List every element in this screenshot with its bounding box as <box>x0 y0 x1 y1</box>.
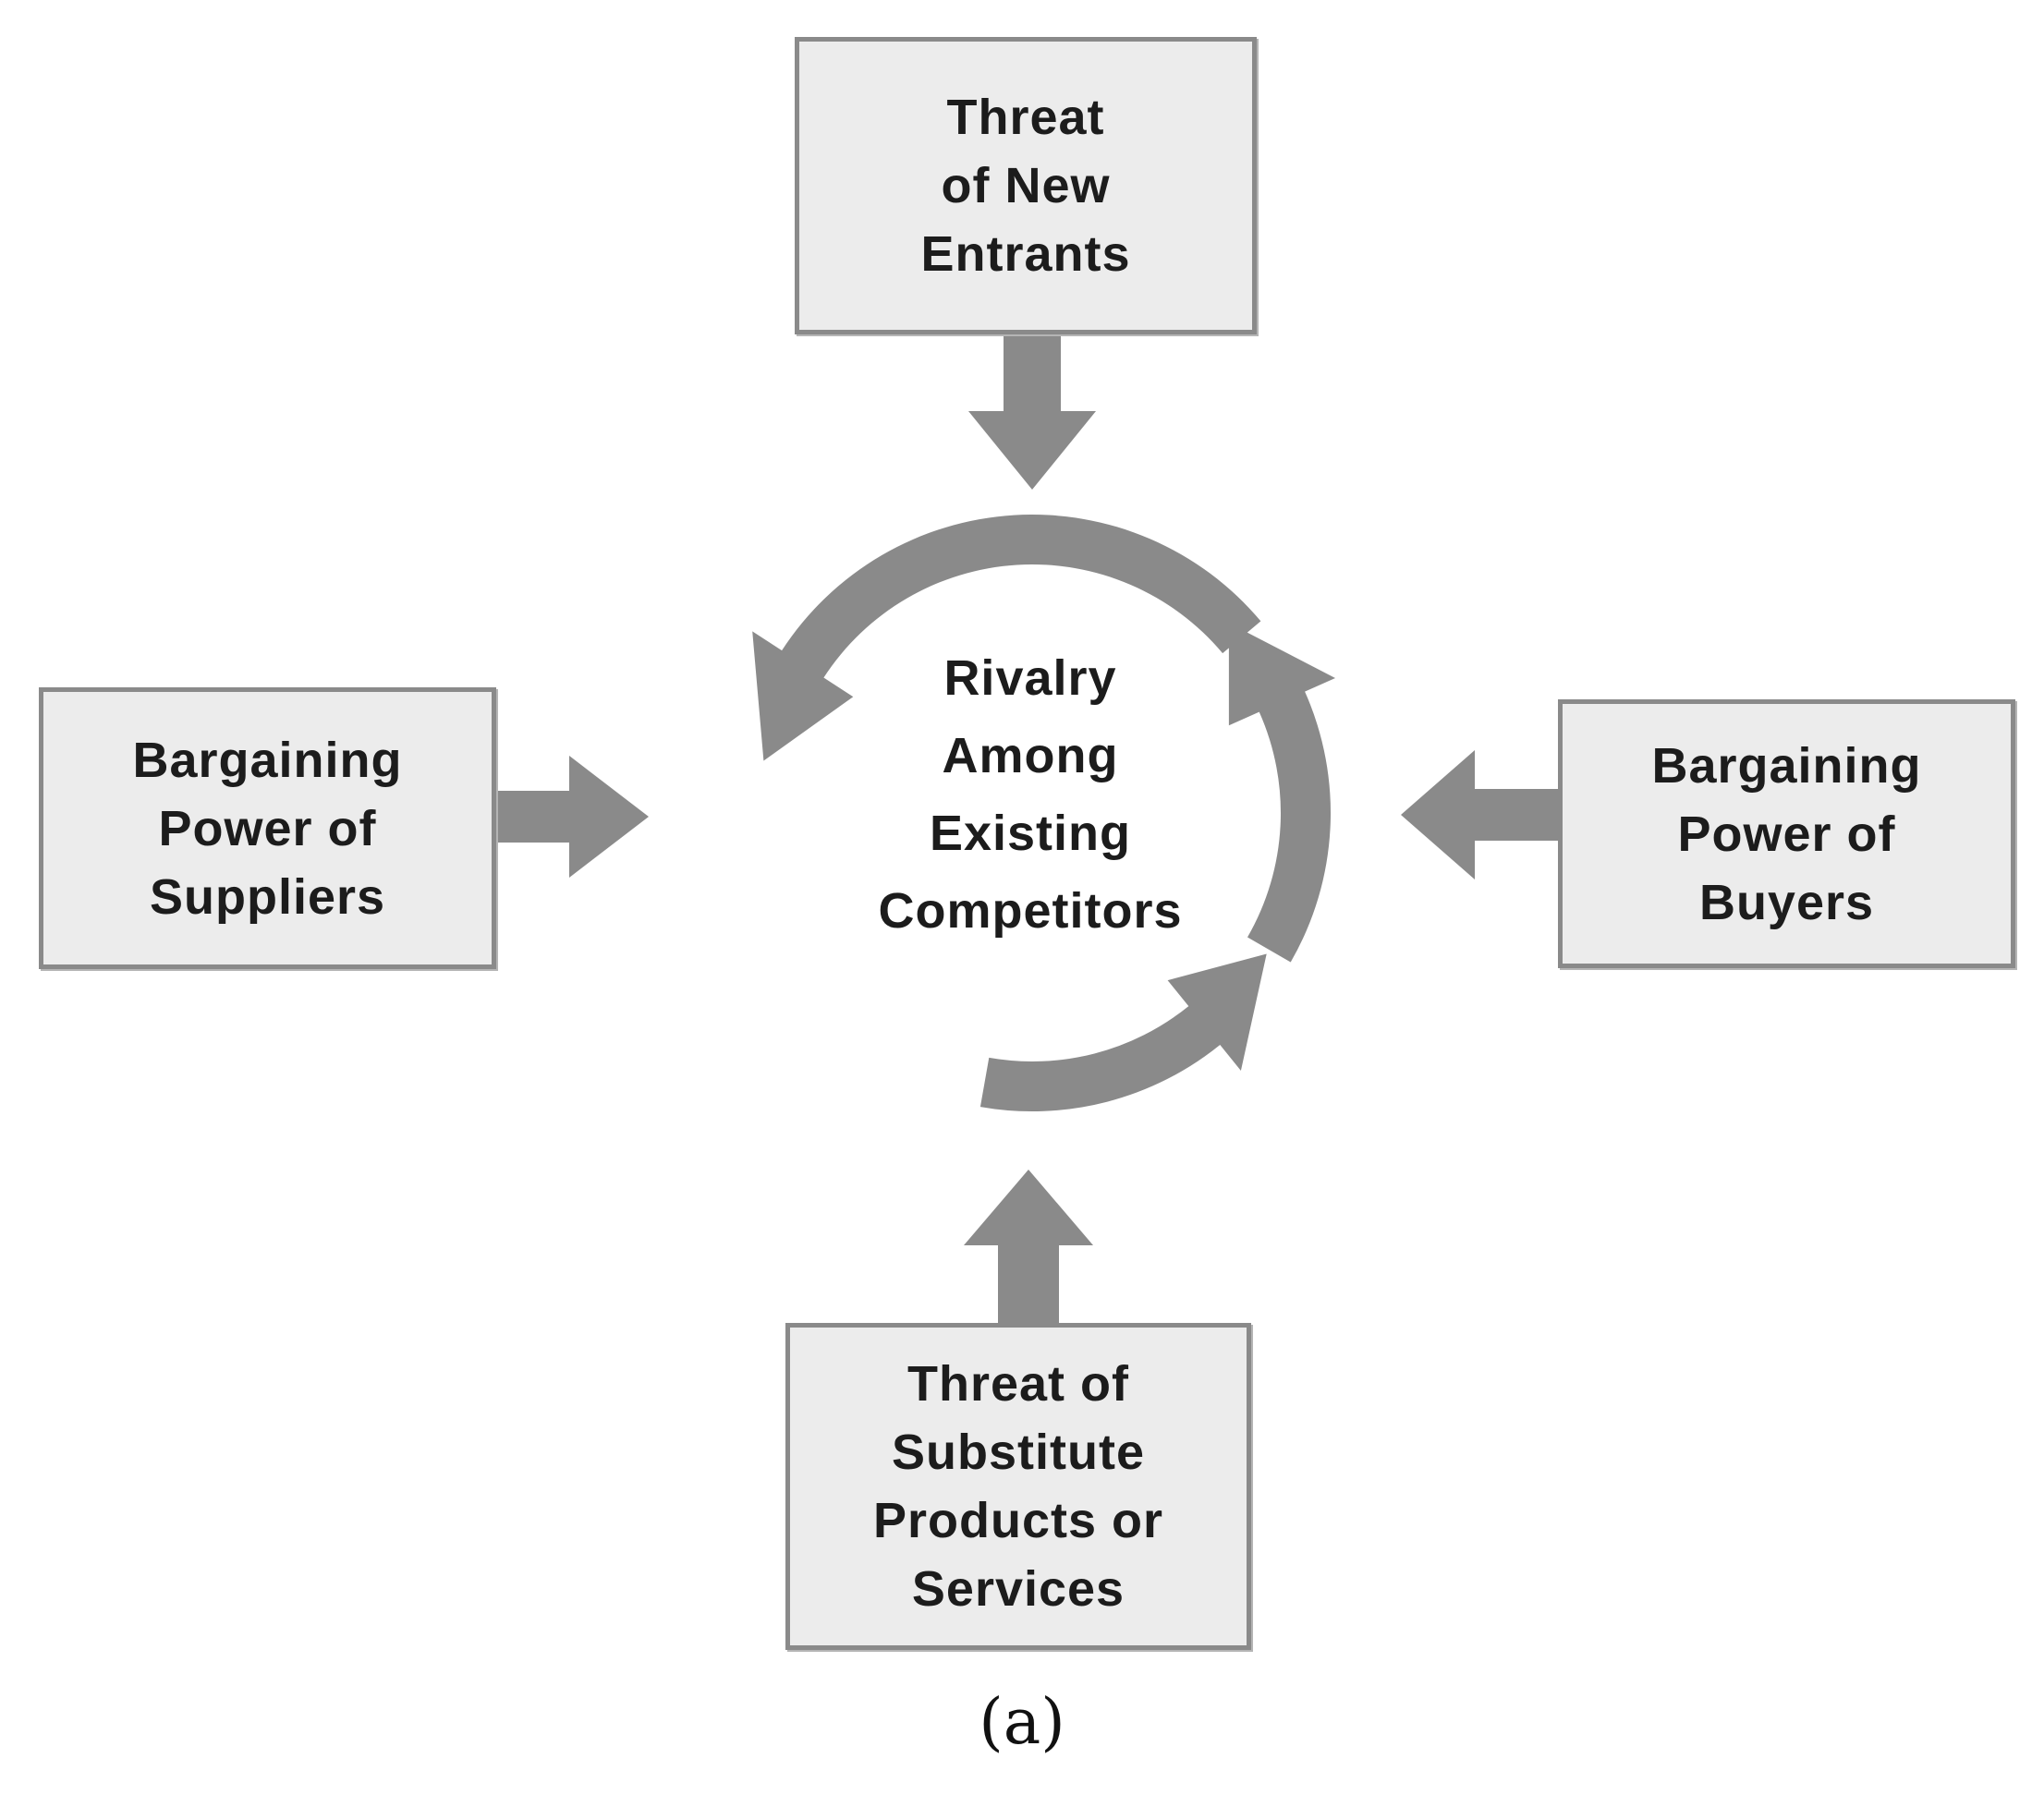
box-line: Substitute <box>892 1425 1145 1480</box>
box-line: Entrants <box>920 226 1131 282</box>
center-line: Existing <box>929 806 1132 861</box>
cycle-arrows-icon <box>752 515 1335 1112</box>
arrow-down-icon <box>968 336 1096 490</box>
arrow-left-icon <box>1401 750 1558 879</box>
bargaining-power-of-suppliers-box: Bargaining Power of Suppliers <box>39 687 496 969</box>
box-line: of New <box>941 158 1111 213</box>
arrow-up-icon <box>964 1170 1093 1323</box>
center-line: Competitors <box>878 883 1183 939</box>
box-line: Suppliers <box>149 868 386 925</box>
rivalry-among-existing-competitors-label: Rivalry Among Existing Competitors <box>813 647 1247 942</box>
box-line: Threat <box>946 90 1105 145</box>
box-line: Buyers <box>1698 874 1875 930</box>
box-line: Bargaining <box>132 732 403 788</box>
bargaining-power-of-buyers-box: Bargaining Power of Buyers <box>1558 699 2015 968</box>
box-line: Power of <box>1677 806 1896 862</box>
cycle-arrow-segment <box>979 953 1267 1112</box>
center-line: Rivalry <box>943 650 1117 706</box>
figure-caption: (a) <box>979 1686 1065 1759</box>
box-line: Products or <box>872 1493 1164 1548</box>
box-line: Threat of <box>906 1356 1129 1412</box>
cycle-arrow-segment <box>752 515 1261 761</box>
cycle-arrow-segment <box>1228 623 1335 963</box>
threat-of-substitutes-box: Threat of Substitute Products or Service… <box>785 1323 1251 1650</box>
arrow-right-icon <box>496 756 649 878</box>
box-line: Services <box>911 1561 1125 1617</box>
box-line: Bargaining <box>1651 737 1922 794</box>
box-line: Power of <box>158 800 377 856</box>
threat-of-new-entrants-box: Threat of New Entrants <box>795 37 1257 334</box>
center-line: Among <box>942 728 1119 783</box>
